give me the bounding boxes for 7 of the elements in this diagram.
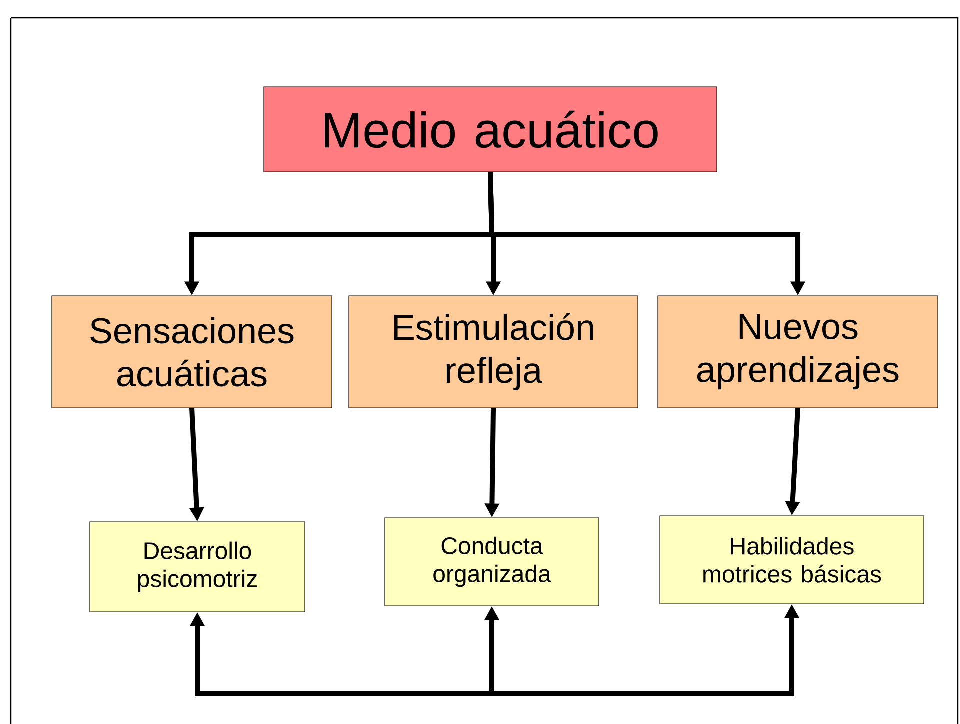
category-box: Nuevos aprendizajes: [658, 296, 938, 408]
category-box: Estimulación refleja: [348, 296, 638, 408]
outcome-box: Habilidades motrices básicas: [660, 516, 924, 604]
category-box: Sensaciones acuáticas: [52, 296, 332, 408]
outcome-box: Conducta organizada: [384, 518, 600, 606]
title-box: Medio acuático: [264, 86, 718, 172]
outcome-box: Desarrollo psicomotriz: [90, 522, 306, 612]
